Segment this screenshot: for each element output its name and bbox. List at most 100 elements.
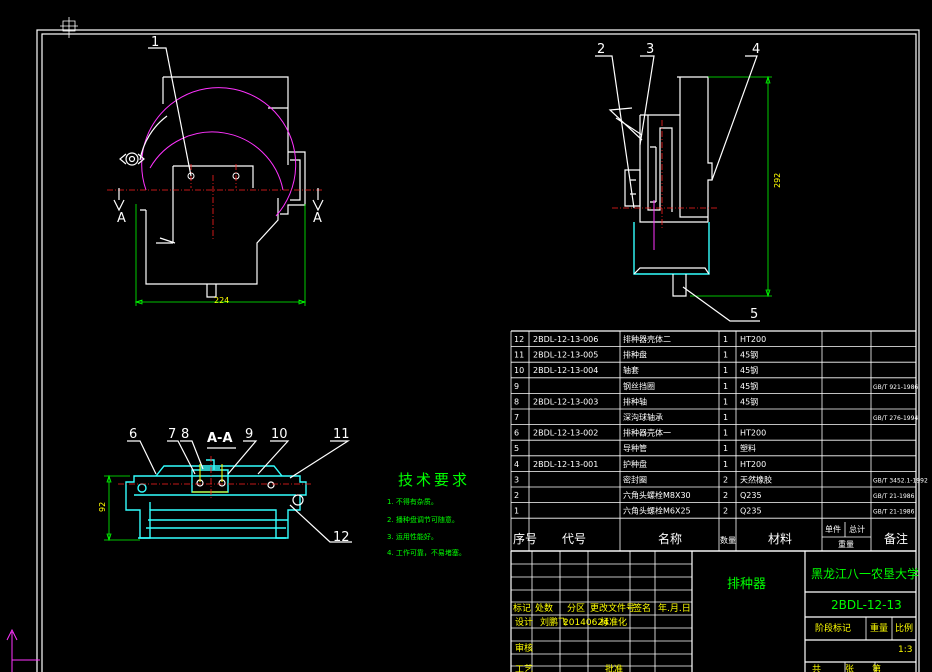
tb-sheets-unit: 张 — [845, 664, 854, 672]
bom-cell-no: 4 — [514, 460, 519, 469]
bom-header-total: 总计 — [849, 524, 865, 534]
bom-cell-qty: 2 — [723, 507, 728, 516]
bom-cell-qty: 2 — [723, 475, 728, 484]
tb-count: 处数 — [535, 602, 553, 614]
inner-border — [41, 33, 917, 672]
bom-cell-material: 45钢 — [740, 381, 758, 391]
title-block: 标记 处数 分区 更改文件号 签名 年.月.日 设计 刘鹏飞 20140624 … — [510, 550, 919, 672]
bom-cell-name: 六角头螺栓M6X25 — [623, 506, 691, 516]
corner-cursor-icon — [60, 17, 78, 38]
tech-item-1: 1. 不得有杂质。 — [387, 497, 438, 506]
leader-8: 8 — [181, 427, 189, 442]
bom-cell-qty: 1 — [723, 444, 728, 453]
dim-side-height: 292 — [773, 173, 782, 188]
bom-cell-no: 5 — [514, 444, 519, 453]
bom-cell-no: 3 — [514, 475, 519, 484]
bom-header-name: 名称 — [658, 531, 682, 546]
tb-weight: 重量 — [870, 622, 888, 634]
tb-designer: 刘鹏飞 — [540, 616, 567, 628]
bom-cell-qty: 1 — [723, 382, 728, 391]
dim-section-height: 92 — [98, 502, 107, 512]
bom-header-weight: 重量 — [838, 539, 854, 549]
section-title: A-A — [207, 431, 233, 446]
leader-12: 12 — [333, 530, 350, 545]
bom-cell-no: 9 — [514, 382, 519, 391]
bom-cell-code: 2BDL-12-13-002 — [533, 429, 598, 438]
drawing-number: 2BDL-12-13 — [831, 598, 902, 612]
bom-cell-name: 轴套 — [623, 365, 639, 375]
front-view: A A 224 1 — [107, 35, 324, 306]
tb-sheets-total: 共 — [812, 664, 821, 672]
leader-7: 7 — [168, 427, 176, 442]
bom-cell-code: 2BDL-12-13-003 — [533, 397, 598, 406]
bom-cell-no: 6 — [514, 429, 519, 438]
bom-header-note: 备注 — [884, 531, 908, 546]
tb-docno: 更改文件号 — [590, 602, 635, 614]
bom-header-material: 材料 — [768, 532, 792, 546]
ucs-axis-icon — [6, 628, 40, 672]
section-mark-left: A — [117, 211, 126, 226]
bom-cell-qty: 1 — [723, 335, 728, 344]
bom-cell-material: HT200 — [740, 335, 766, 344]
leader-1: 1 — [151, 35, 159, 50]
bom-header-qty: 数量 — [720, 535, 736, 545]
bom-cell-material: Q235 — [740, 507, 762, 516]
tb-sign: 签名 — [633, 602, 651, 614]
bom-cell-name: 六角头螺栓M8X30 — [623, 490, 691, 500]
bom-cell-material: Q235 — [740, 491, 762, 500]
bom-cell-no: 8 — [514, 397, 519, 406]
bom-cell-material: 天然橡胶 — [740, 474, 772, 484]
bom-cell-code: 2BDL-12-13-001 — [533, 460, 598, 469]
leader-2: 2 — [597, 42, 605, 57]
bom-cell-code: 2BDL-12-13-005 — [533, 351, 598, 360]
leader-4: 4 — [752, 42, 760, 57]
tb-scale: 比例 — [895, 622, 913, 634]
side-view: 292 2 3 4 5 — [595, 42, 782, 322]
leader-10: 10 — [271, 427, 288, 442]
bom-header-unit: 单件 — [825, 524, 841, 534]
tb-process: 工艺 — [515, 664, 533, 672]
bom-cell-name: 钢丝挡圈 — [623, 381, 655, 391]
tb-standard: 标准化 — [600, 616, 627, 628]
tech-item-4: 4. 工作可靠，不易堵塞。 — [387, 548, 466, 557]
bom-cell-note: GB/T 921-1986 — [873, 384, 918, 391]
bom-cell-qty: 2 — [723, 491, 728, 500]
section-mark-right: A — [313, 211, 322, 226]
bom-cell-name: 护种盘 — [623, 459, 647, 469]
drawing-name: 排种器 — [727, 577, 766, 592]
tb-mark: 标记 — [513, 602, 531, 614]
bom-cell-qty: 1 — [723, 366, 728, 375]
bom-cell-material: 45钢 — [740, 365, 758, 375]
leader-3: 3 — [646, 42, 654, 57]
bom-cell-qty: 1 — [723, 397, 728, 406]
bom-cell-qty: 1 — [723, 429, 728, 438]
dim-front-width: 224 — [214, 296, 229, 305]
section-view-aa: A-A 92 6 7 8 9 10 11 12 — [98, 427, 352, 545]
bom-cell-name: 导种管 — [623, 443, 647, 453]
bom-cell-note: GB/T 21-1986 — [873, 509, 915, 516]
leader-11: 11 — [333, 427, 350, 442]
tech-item-3: 3. 运用性能好。 — [387, 532, 438, 541]
bom-cell-note: GB/T 3452.1-1992 — [873, 477, 928, 484]
bom-header-code: 代号 — [562, 532, 586, 546]
technical-requirements: 技术要求 1. 不得有杂质。 2. 播种盘调节可随意。 3. 运用性能好。 4.… — [387, 471, 467, 557]
bom-cell-qty: 1 — [723, 351, 728, 360]
tb-date: 年.月.日 — [658, 602, 691, 614]
bom-cell-no: 10 — [514, 366, 524, 375]
bom-cell-qty: 1 — [723, 460, 728, 469]
bom-cell-material: 45钢 — [740, 396, 758, 406]
tb-approve: 批准 — [605, 663, 623, 672]
bom-cell-material: 45钢 — [740, 350, 758, 360]
bom-cell-no: 2 — [514, 491, 519, 500]
leader-9: 9 — [245, 427, 253, 442]
bom-cell-code: 2BDL-12-13-006 — [533, 335, 598, 344]
tb-zone: 分区 — [567, 603, 585, 614]
leader-6: 6 — [129, 427, 137, 442]
bom-cell-name: 深沟球轴承 — [623, 412, 663, 422]
tb-design-date: 20140624 — [563, 618, 609, 628]
bom-cell-no: 1 — [514, 507, 519, 516]
bom-cell-no: 7 — [514, 413, 519, 422]
leader-5: 5 — [750, 307, 758, 322]
